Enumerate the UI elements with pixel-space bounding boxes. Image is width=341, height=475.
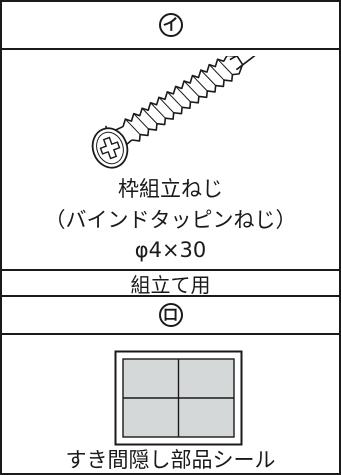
- seal-sheet-illustration-icon: [114, 350, 243, 446]
- part-b-header: ロ: [2, 297, 339, 333]
- part-a-spec: （バインドタッピンねじ）: [44, 208, 297, 232]
- part-b-name: すき間隠し部品シール: [65, 448, 276, 472]
- divider: [2, 48, 339, 50]
- screw-illustration-icon: [91, 56, 258, 169]
- divider: [2, 269, 339, 271]
- part-a-name: 枠組立ねじ: [118, 177, 223, 201]
- divider: [2, 333, 339, 335]
- part-a-marker: イ: [158, 13, 183, 37]
- part-a-size: φ4×30: [134, 238, 207, 262]
- part-b-marker-label: ロ: [162, 305, 179, 324]
- part-a-marker-label: イ: [162, 15, 179, 34]
- part-a-body: 枠組立ねじ （バインドタッピンねじ） φ4×30: [2, 50, 339, 269]
- part-a-header: イ: [2, 2, 339, 48]
- part-b-body: すき間隠し部品シール: [2, 335, 339, 475]
- part-b-marker: ロ: [158, 303, 183, 327]
- divider: [2, 295, 339, 297]
- part-a-usage-row: 組立て用: [2, 271, 339, 297]
- part-a-usage: 組立て用: [130, 272, 211, 297]
